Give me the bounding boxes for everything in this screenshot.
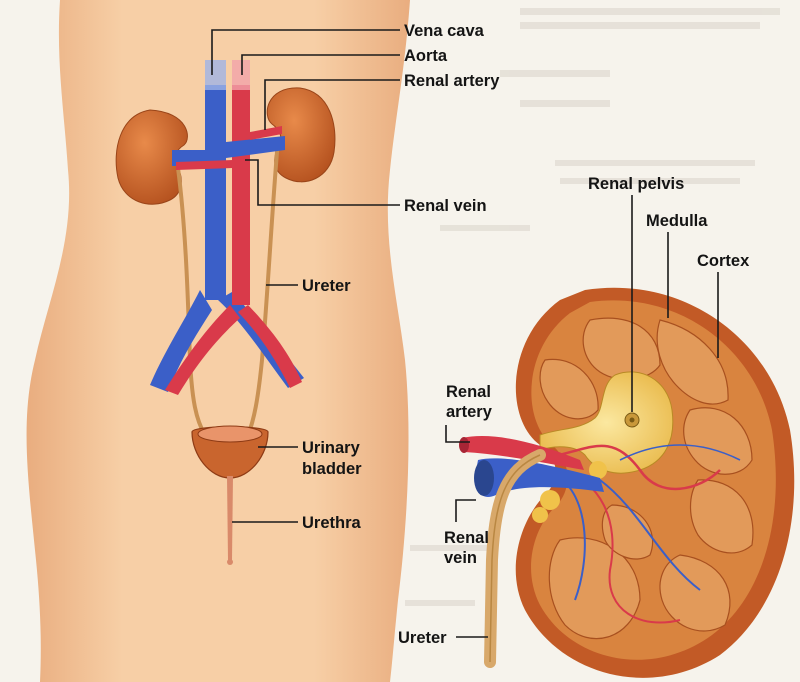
label-renal-vein-body: Renal vein — [404, 197, 487, 215]
label-medulla: Medulla — [646, 212, 708, 230]
label-ureter-body: Ureter — [302, 277, 351, 295]
label-ureter-kidney: Ureter — [398, 629, 447, 647]
label-vena-cava: Vena cava — [404, 22, 485, 40]
label-aorta: Aorta — [404, 47, 448, 65]
label-renal-pelvis: Renal pelvis — [588, 175, 684, 193]
label-urethra: Urethra — [302, 514, 362, 532]
label-renal-vein-kidney-1: Renal — [444, 529, 489, 547]
label-urinary-bladder-1: Urinary — [302, 439, 361, 457]
vena-cava — [205, 85, 226, 300]
label-renal-artery-kidney-2: artery — [446, 403, 493, 421]
label-renal-artery-kidney-1: Renal — [446, 383, 491, 401]
label-cortex: Cortex — [697, 252, 750, 270]
label-urinary-bladder-2: bladder — [302, 460, 362, 478]
aorta — [232, 85, 250, 305]
urethra — [227, 476, 233, 560]
label-renal-artery-body: Renal artery — [404, 72, 500, 90]
label-renal-vein-kidney-2: vein — [444, 549, 477, 567]
